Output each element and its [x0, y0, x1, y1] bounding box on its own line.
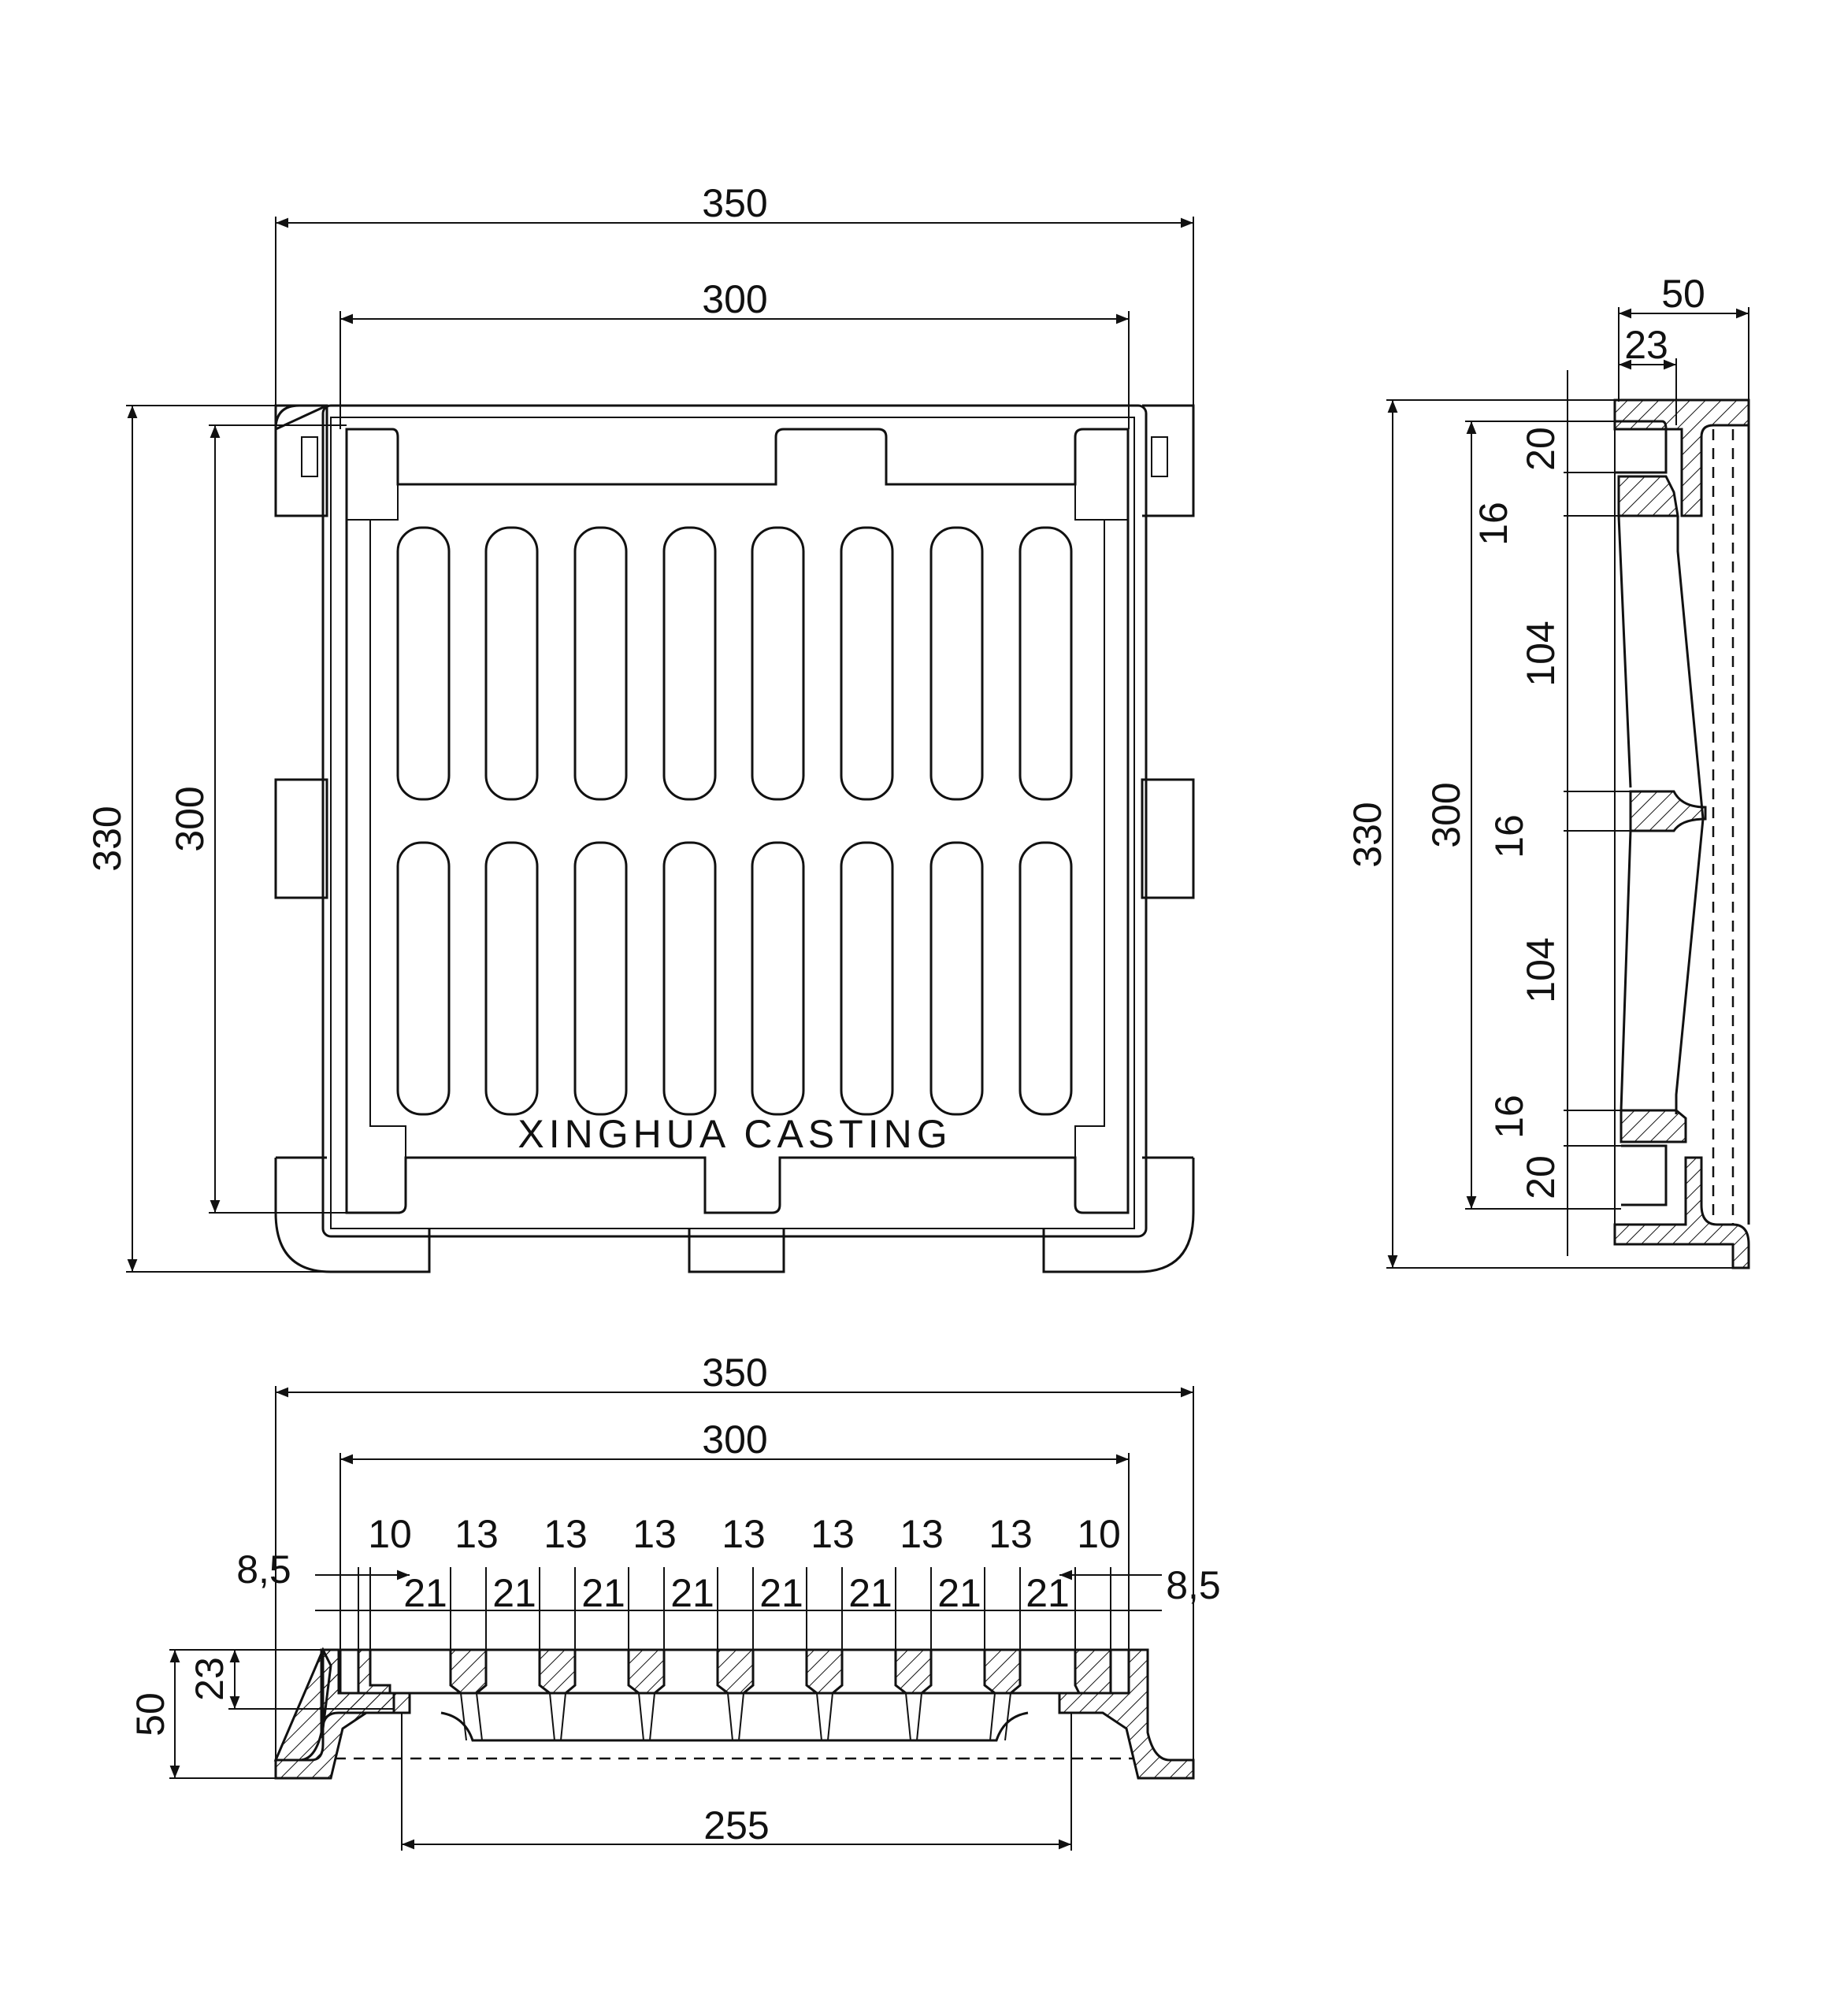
dim-section-height-flange: 23 — [187, 1657, 232, 1701]
dim-section-width-outer: 350 — [702, 1351, 767, 1395]
dim-pitch-8: 13 — [989, 1512, 1033, 1556]
grate-outline — [345, 428, 1130, 1214]
dim-pitch-3: 13 — [544, 1512, 588, 1556]
side-grate-center-rib — [1629, 790, 1707, 832]
dim-top-width-inner: 300 — [702, 277, 767, 321]
side-frame-bottom — [1613, 1156, 1750, 1269]
dim-side-flange: 23 — [1624, 323, 1668, 367]
dim-side-seg-2: 16 — [1471, 502, 1516, 546]
slot-row-bottom — [396, 841, 1073, 1116]
dim-pitch-7: 13 — [900, 1512, 944, 1556]
dim-side-seg-3: 104 — [1519, 621, 1563, 686]
dim-side-height-outer: 330 — [1345, 802, 1389, 867]
dim-section-base-width: 255 — [703, 1803, 769, 1847]
hinge-bolt-right — [1151, 436, 1168, 477]
dim-side-seg-6: 16 — [1487, 1095, 1531, 1139]
dim-pitch-6: 13 — [811, 1512, 855, 1556]
brand-text: XINGHUA CASTING — [518, 1112, 952, 1156]
dim-pitch-4: 13 — [633, 1512, 677, 1556]
dim-pitch-1: 10 — [368, 1512, 412, 1556]
dim-top-height-inner: 300 — [168, 786, 212, 851]
dim-slot-4: 21 — [670, 1571, 714, 1615]
dim-edge-left: 8,5 — [236, 1547, 291, 1592]
section-view: 350 300 10 — [128, 1351, 1221, 1851]
side-frame-top — [1613, 398, 1750, 517]
dim-side-seg-7: 20 — [1519, 1155, 1563, 1199]
dim-edge-right: 8,5 — [1166, 1563, 1221, 1607]
dim-side-seg-1: 20 — [1519, 427, 1563, 471]
dim-pitch-5: 13 — [722, 1512, 766, 1556]
dim-pitch-2: 13 — [455, 1512, 499, 1556]
dim-slot-2: 21 — [492, 1571, 536, 1615]
dim-side-height-inner: 300 — [1424, 782, 1468, 847]
section-ribs — [357, 1648, 1112, 1695]
frame-seat — [330, 417, 1135, 1229]
dim-side-seg-4: 16 — [1487, 814, 1531, 858]
dim-section-width-inner: 300 — [702, 1418, 767, 1462]
top-view: XINGHUA CASTING 350 300 330 300 — [85, 181, 1195, 1273]
dim-pitch-9: 10 — [1077, 1512, 1121, 1556]
dim-slot-8: 21 — [1026, 1571, 1070, 1615]
hinge-bolt-left — [301, 436, 318, 477]
section-frame-right — [1058, 1648, 1195, 1780]
frame-bottom-left — [274, 1156, 431, 1273]
frame-right-top-lug — [1142, 404, 1195, 517]
side-view: 50 23 330 300 20 16 104 16 104 16 20 — [1345, 272, 1750, 1269]
dim-top-width-outer: 350 — [702, 181, 767, 225]
dim-section-pitch-row — [315, 1567, 1162, 1650]
dim-slot-3: 21 — [581, 1571, 625, 1615]
dim-section-height-total: 50 — [128, 1692, 173, 1736]
dim-slot-7: 21 — [937, 1571, 981, 1615]
dim-slot-1: 21 — [403, 1571, 447, 1615]
dim-slot-5: 21 — [759, 1571, 803, 1615]
frame-bottom-right — [1042, 1156, 1195, 1273]
slot-row-top — [396, 526, 1073, 801]
dim-side-depth: 50 — [1661, 272, 1705, 316]
dim-top-height-outer: 330 — [85, 806, 129, 871]
dim-slot-6: 21 — [848, 1571, 892, 1615]
dim-side-seg-5: 104 — [1519, 937, 1563, 1002]
frame-rim — [321, 404, 1148, 1238]
